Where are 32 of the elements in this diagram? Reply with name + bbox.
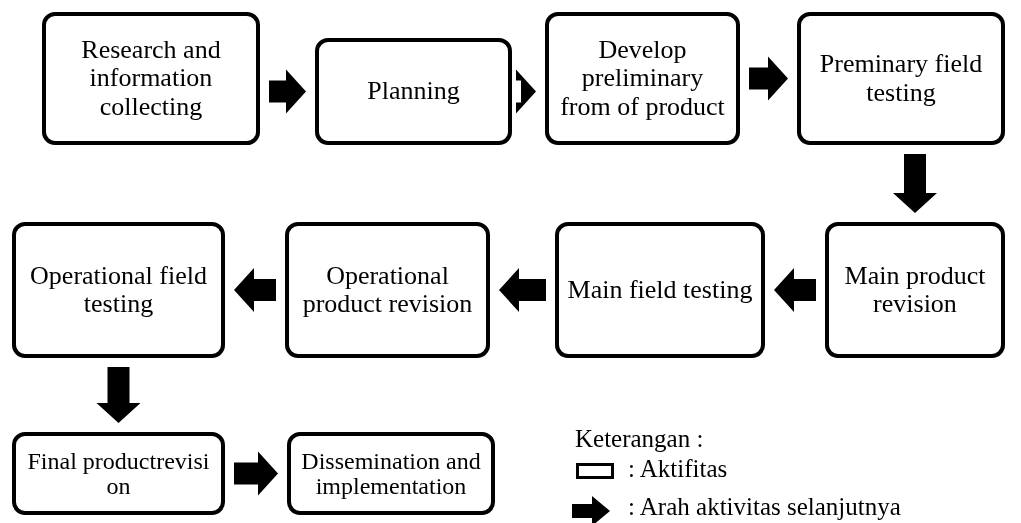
block-arrow xyxy=(234,268,276,312)
block-arrow xyxy=(749,56,788,101)
process-box xyxy=(797,12,1005,145)
legend-text: : Arah aktivitas selanjutnya xyxy=(628,493,901,521)
block-arrow xyxy=(499,268,546,312)
process-box xyxy=(12,432,225,515)
block-arrow xyxy=(774,268,816,312)
box-text: Operational field testing xyxy=(29,261,208,319)
process-box xyxy=(825,222,1005,358)
block-arrow xyxy=(96,367,141,423)
box-text: Final productrevisi on xyxy=(26,449,211,498)
process-box xyxy=(285,222,490,358)
box-text: Research and information collecting xyxy=(80,36,222,121)
legend-title: Keterangan : xyxy=(575,425,704,453)
block-arrow xyxy=(234,451,278,496)
legend-text: : Aktifitas xyxy=(628,455,728,483)
process-box xyxy=(12,222,225,358)
process-box xyxy=(42,12,260,145)
block-arrow xyxy=(269,69,306,114)
box-text: Dissemination and implementation xyxy=(300,449,482,498)
box-text: Develop preliminary from of product xyxy=(559,36,726,121)
process-box xyxy=(555,222,765,358)
box-text: Main product revision xyxy=(843,261,987,319)
block-arrow xyxy=(893,154,937,213)
process-box xyxy=(545,12,740,145)
box-text: Planning xyxy=(367,77,460,106)
process-box xyxy=(287,432,495,515)
block-arrow xyxy=(516,69,536,114)
process-box xyxy=(315,38,512,145)
box-text: Operational product revision xyxy=(301,261,474,319)
box-text: Preminary field testing xyxy=(818,50,984,107)
box-text: Main field testing xyxy=(567,275,753,305)
